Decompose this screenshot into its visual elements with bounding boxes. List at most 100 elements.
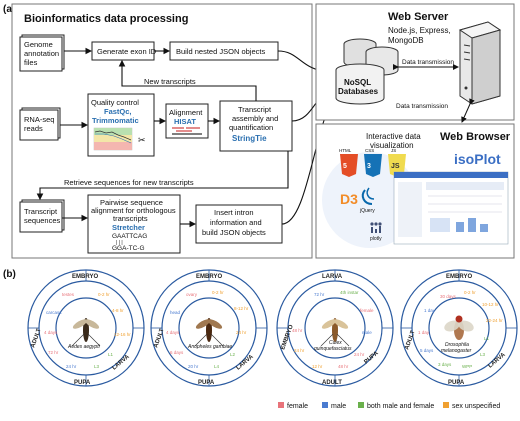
svg-text:Pairwise sequence: Pairwise sequence xyxy=(100,198,163,207)
bioinformatics-title: Bioinformatics data processing xyxy=(24,13,188,25)
quality-plot-icon xyxy=(93,127,133,151)
svg-text:transcripts: transcripts xyxy=(113,214,148,223)
svg-text:RNA-seq: RNA-seq xyxy=(24,115,54,124)
svg-text:information and: information and xyxy=(210,218,262,227)
svg-text:30 days: 30 days xyxy=(440,294,457,299)
web-server-title: Web Server xyxy=(388,11,449,23)
retrieve-sequences-label: Retrieve sequences for new transcripts xyxy=(64,178,194,187)
js-label: JS xyxy=(391,148,396,153)
svg-text:Transcript: Transcript xyxy=(238,105,272,114)
svg-text:StringTie: StringTie xyxy=(232,134,267,143)
svg-text:build JSON objects: build JSON objects xyxy=(202,228,266,237)
svg-text:3: 3 xyxy=(367,163,371,170)
web-browser-title: Web Browser xyxy=(440,131,511,143)
mosquito-icon-anopheles xyxy=(194,318,224,347)
svg-text:assembly and: assembly and xyxy=(232,114,278,123)
svg-text:10-12 hr: 10-12 hr xyxy=(482,302,499,307)
svg-text:quantification: quantification xyxy=(229,123,273,132)
lifecycle-anopheles: ovary 0-2 hr 8-12 hr 24 hr L2 L4 20 hr 6… xyxy=(150,269,268,387)
pairwise-alignment-box xyxy=(87,194,181,254)
culex-name-2: quinquefasciatus xyxy=(314,346,352,352)
svg-text:PUPA: PUPA xyxy=(74,380,91,386)
svg-text:L4: L4 xyxy=(214,364,220,369)
alignment-bars: | | | xyxy=(116,240,123,246)
rnaseq-reads-files: RNA-seq reads xyxy=(19,107,61,141)
svg-text:female: female xyxy=(360,308,374,313)
svg-text:LARVA: LARVA xyxy=(322,274,343,280)
new-transcripts-label: New transcripts xyxy=(144,77,196,86)
svg-text:JS: JS xyxy=(391,163,400,170)
html-label: HTML xyxy=(339,148,352,153)
mosquito-icon-culex xyxy=(320,318,350,347)
svg-text:Genome: Genome xyxy=(24,40,53,49)
svg-text:20 hr: 20 hr xyxy=(188,364,199,369)
lifecycle-drosophila: 0-2 hr 10-12 hr 22-24 hr L1 L3 WPP 3 day… xyxy=(400,269,518,387)
insert-intron-box xyxy=(195,204,283,244)
svg-text:22-24 hr: 22-24 hr xyxy=(486,318,503,323)
drosophila-name-2: melanogaster xyxy=(441,348,472,354)
data-transmission-label-2: Data transmission xyxy=(396,103,448,110)
svg-text:ADULT: ADULT xyxy=(322,380,342,386)
svg-text:Quality control: Quality control xyxy=(91,98,139,107)
svg-text:12 hr: 12 hr xyxy=(312,364,323,369)
svg-text:alignment for orthologous: alignment for orthologous xyxy=(91,206,176,215)
alignment-reads-icon xyxy=(172,127,202,135)
lifecycle-culex: 72 hr 4th instar female male 24 hr 48 hr… xyxy=(276,269,394,387)
anopheles-name: Anopheles gambiae xyxy=(187,344,232,350)
svg-text:L3: L3 xyxy=(480,352,486,357)
sequence-one: GAATTCAG xyxy=(112,233,147,240)
svg-text:24 hr: 24 hr xyxy=(294,348,305,353)
legend-both: both male and female xyxy=(367,403,434,410)
css-label: CSS xyxy=(365,148,374,153)
svg-text:0-2 hr: 0-2 hr xyxy=(212,290,224,295)
svg-text:Insert intron: Insert intron xyxy=(214,208,254,217)
lifecycle-aedes: testes 0-2 hr 4-8 hr 12-16 hr L1 L3 24 h… xyxy=(27,269,145,387)
svg-text:testes: testes xyxy=(62,292,75,297)
isoplot-app-thumbnail xyxy=(393,171,509,245)
svg-text:4-8 hr: 4-8 hr xyxy=(112,308,124,313)
svg-text:EMBRYO: EMBRYO xyxy=(196,274,222,280)
transcript-sequences-files: Transcript sequences xyxy=(19,199,65,233)
svg-text:ADULT: ADULT xyxy=(30,328,43,349)
svg-text:EMBRYO: EMBRYO xyxy=(72,274,98,280)
svg-text:1 day: 1 day xyxy=(424,308,436,313)
svg-text:annotation: annotation xyxy=(24,49,59,58)
svg-text:5 days: 5 days xyxy=(420,348,434,353)
db-label-1: NoSQL xyxy=(344,78,371,87)
data-transmission-label-1: Data transmission xyxy=(402,59,454,66)
panel-b-label: (b) xyxy=(3,269,16,280)
svg-text:Trimmomatic: Trimmomatic xyxy=(92,116,139,125)
svg-text:Node.js, Express,: Node.js, Express, xyxy=(388,26,451,35)
svg-text:4 days: 4 days xyxy=(166,330,180,335)
transcript-assembly-box xyxy=(219,100,293,152)
svg-text:WPP: WPP xyxy=(462,364,472,369)
svg-text:carcass: carcass xyxy=(46,310,62,315)
svg-text:head: head xyxy=(170,310,181,315)
legend-swatch-both xyxy=(358,402,364,408)
aedes-name: Aedes aegypti xyxy=(67,344,101,350)
svg-text:L1: L1 xyxy=(484,336,490,341)
svg-text:L3: L3 xyxy=(94,364,100,369)
svg-text:24 hr: 24 hr xyxy=(236,330,247,335)
svg-text:PUPA: PUPA xyxy=(448,380,465,386)
server-tower-icon xyxy=(458,21,502,105)
svg-text:ADULT: ADULT xyxy=(404,330,417,351)
svg-text:files: files xyxy=(24,58,38,67)
svg-text:3 days: 3 days xyxy=(438,362,452,367)
svg-text:L2: L2 xyxy=(230,352,236,357)
svg-text:0-2 hr: 0-2 hr xyxy=(98,292,110,297)
plotly-label: plotly xyxy=(370,236,382,242)
svg-text:EMBRYO: EMBRYO xyxy=(446,274,472,280)
db-label-2: Databases xyxy=(338,87,379,96)
svg-text:Alignment: Alignment xyxy=(169,108,203,117)
svg-text:12-16 hr: 12-16 hr xyxy=(114,332,131,337)
legend: female male both male and female sex uns… xyxy=(278,402,500,410)
svg-text:Interactive data: Interactive data xyxy=(366,132,421,141)
svg-text:24 hr: 24 hr xyxy=(66,364,77,369)
svg-text:4th instar: 4th instar xyxy=(340,290,359,295)
svg-text:1 day: 1 day xyxy=(418,330,430,335)
legend-unspecified: sex unspecified xyxy=(452,403,500,410)
build-json-label: Build nested JSON objects xyxy=(176,47,265,56)
drosophila-name-1: Drosophila xyxy=(445,342,469,348)
